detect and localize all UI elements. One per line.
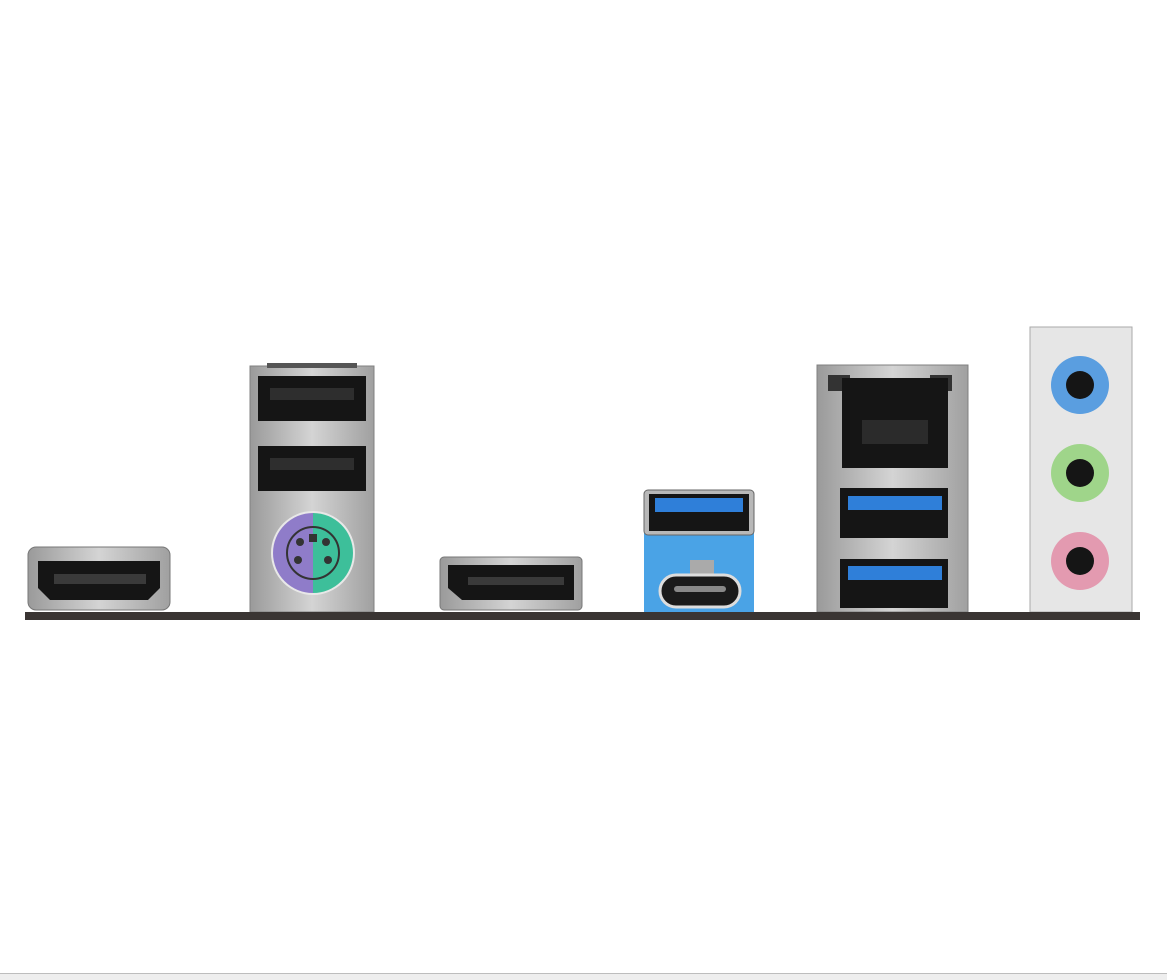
usb3-port-upper [840, 488, 948, 538]
usb-typec-port [658, 573, 742, 609]
usb2-ps2-stack [249, 363, 375, 613]
hdmi-port [27, 546, 171, 611]
audio-mic-jack [1051, 532, 1109, 590]
usb2-port-top [258, 376, 366, 421]
lan-usb3-stack [816, 364, 969, 613]
usb3-port [643, 489, 755, 536]
audio-line-in-jack [1051, 356, 1109, 414]
io-shield-edge [25, 612, 1140, 620]
usb3-typec-stack [643, 489, 755, 612]
usb2-port-bottom [258, 446, 366, 491]
rj45-lan-port [842, 378, 948, 468]
ps2-port [271, 511, 355, 595]
displayport-port [439, 556, 583, 611]
audio-jacks [1029, 326, 1133, 613]
audio-line-out-jack [1051, 444, 1109, 502]
bottom-edge-bar [0, 973, 1167, 980]
usb3-port-lower [840, 559, 948, 608]
